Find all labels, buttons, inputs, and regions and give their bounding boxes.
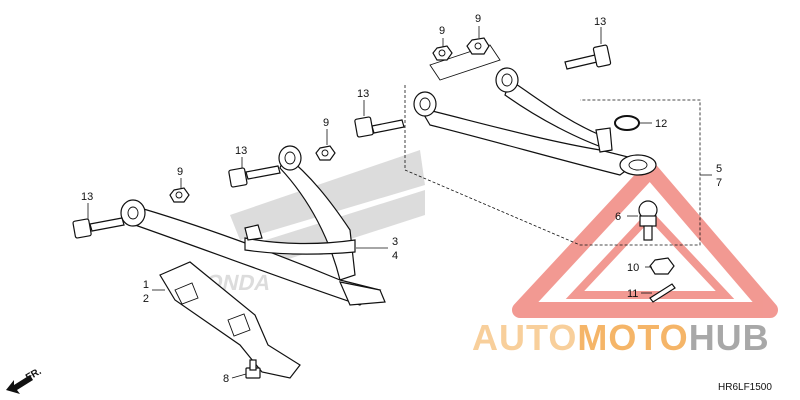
snap-ring — [614, 115, 640, 131]
ball-joint — [638, 200, 658, 241]
callout-11: 11 — [627, 288, 638, 300]
upper-arm-right — [404, 44, 701, 246]
watermark-word-1: AUTO — [472, 317, 577, 358]
front-marker: FR. — [24, 366, 44, 384]
callout-13-bolt-left-upper: 13 — [235, 145, 247, 157]
watermark-triangle — [512, 162, 778, 318]
callout-12: 12 — [655, 118, 667, 130]
bolt-right-lower — [354, 116, 405, 138]
callout-3: 3 — [392, 236, 398, 248]
bolt-left-upper — [228, 165, 281, 188]
nut-left-a — [315, 145, 336, 161]
front-arrow-icon: FR. — [6, 366, 44, 394]
callout-8: 8 — [223, 373, 229, 385]
watermark-text: AUTOMOTOHUB — [472, 317, 770, 358]
watermark-word-2: MOTO — [577, 317, 688, 358]
nut-left-b — [169, 187, 190, 203]
callout-1: 1 — [143, 279, 149, 291]
castle-nut — [649, 257, 675, 275]
leader-lines — [87, 26, 712, 379]
bolt-guard — [245, 359, 261, 379]
callout-2: 2 — [143, 293, 149, 305]
callout-5: 5 — [716, 163, 722, 175]
callouts: 1 1 2 3 4 5 6 7 8 9 9 9 9 10 11 12 13 13… — [81, 13, 722, 385]
nut-right-b — [466, 37, 490, 55]
callout-13-bolt-right-upper: 13 — [594, 16, 606, 28]
callout-9-nut-right-b: 9 — [475, 13, 481, 25]
callout-9-nut-left-a: 9 — [323, 117, 329, 129]
nut-right-a — [432, 45, 453, 61]
callout-13-bolt-left-lower: 13 — [81, 191, 93, 203]
callout-13-bolt-right-lower: 13 — [357, 88, 369, 100]
lower-arm-left — [120, 145, 386, 306]
callout-4: 4 — [392, 250, 398, 262]
callout-9-nut-left-b: 9 — [177, 166, 183, 178]
callout-9-nut-right-a: 9 — [439, 25, 445, 37]
bolt-left-lower — [72, 217, 125, 239]
callout-7: 7 — [716, 177, 722, 189]
bolt-right-upper — [564, 44, 612, 70]
svg-text:AUTOMOTOHUB: AUTOMOTOHUB — [472, 317, 770, 358]
callout-10: 10 — [627, 262, 639, 274]
skid-guard — [159, 261, 301, 379]
watermark-word-3: HUB — [689, 317, 770, 358]
cotter-pin — [649, 283, 676, 303]
diagram-code: HR6LF1500 — [718, 382, 772, 393]
callout-6: 6 — [615, 211, 621, 223]
